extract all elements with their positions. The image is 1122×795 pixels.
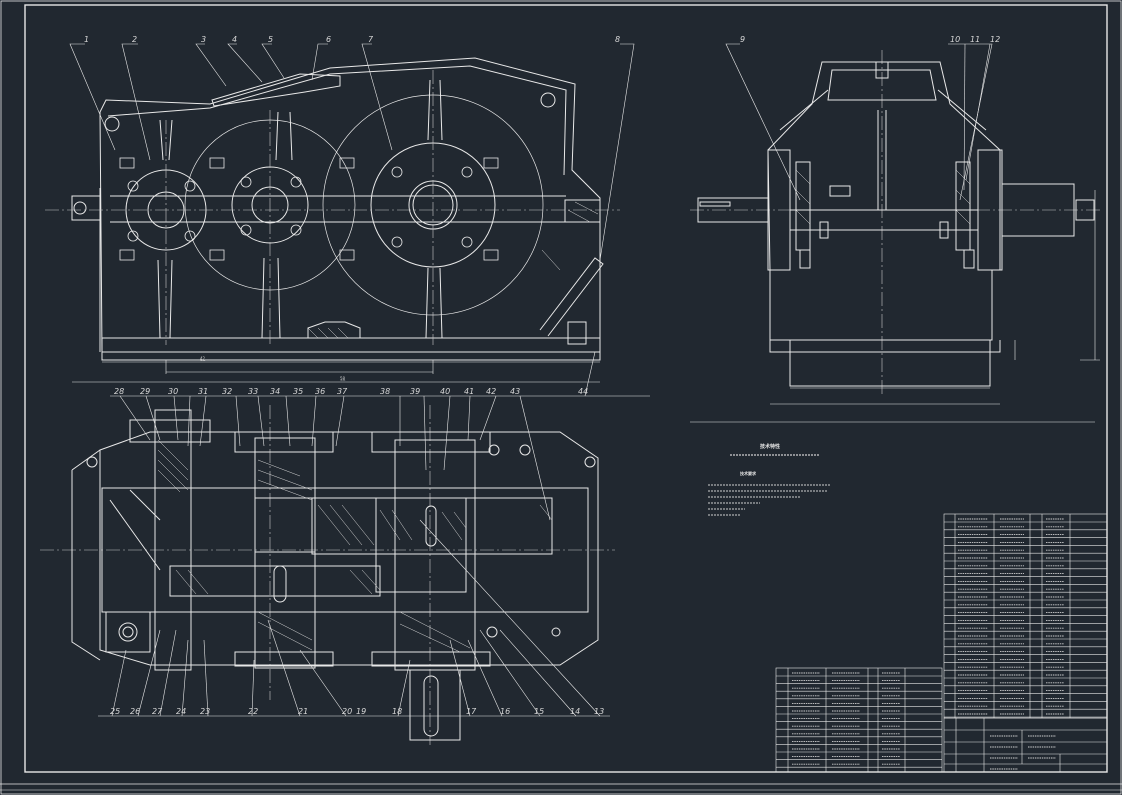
callout-12: 12 [990, 35, 1000, 44]
callout-42: 42 [486, 387, 496, 396]
front-view [71, 57, 604, 361]
side-view [697, 61, 1095, 387]
callout-5: 5 [268, 35, 273, 44]
callout-27: 27 [152, 707, 163, 716]
side-dimensions [690, 190, 1100, 423]
callout-38: 38 [380, 387, 390, 396]
callout-10: 10 [950, 35, 960, 44]
callout-22: 22 [248, 707, 258, 716]
table-text-strokes [792, 518, 1064, 770]
callout-20: 20 [342, 707, 352, 716]
callout-21: 21 [298, 707, 308, 716]
callout-14: 14 [570, 707, 580, 716]
callout-6: 6 [326, 35, 331, 44]
callout-7: 7 [368, 35, 374, 44]
callout-24: 24 [176, 707, 186, 716]
callout-37: 37 [337, 387, 348, 396]
front-dimension-values: 4̲2̲ 5̲8̲ [200, 356, 347, 381]
callout-9: 9 [740, 35, 745, 44]
callout-30: 30 [168, 387, 178, 396]
callout-17: 17 [466, 707, 477, 716]
title-block [943, 717, 1108, 773]
parts-list-left [775, 667, 943, 773]
technical-notes: 技术特性 技术要求 [708, 443, 830, 516]
tech-characteristics-heading: 技术特性 [760, 443, 780, 450]
callout-34: 34 [270, 387, 280, 396]
callout-35: 35 [293, 387, 303, 396]
callout-18: 18 [392, 707, 402, 716]
callout-2: 2 [132, 35, 137, 44]
callout-31: 31 [198, 387, 208, 396]
centerlines [40, 50, 1100, 745]
front-dimensions [72, 360, 600, 383]
callout-43: 43 [510, 387, 520, 396]
callout-32: 32 [222, 387, 232, 396]
callout-19: 19 [356, 707, 366, 716]
callout-8: 8 [615, 35, 620, 44]
leader-lines [69, 43, 993, 717]
callout-25: 25 [110, 707, 120, 716]
callout-4: 4 [232, 35, 237, 44]
plan-view [71, 409, 599, 741]
callout-13: 13 [594, 707, 604, 716]
callout-16: 16 [500, 707, 510, 716]
svg-text:4̲2̲: 4̲2̲ [200, 356, 207, 361]
callout-41: 41 [464, 387, 474, 396]
svg-text:5̲8̲: 5̲8̲ [340, 376, 347, 381]
callouts: 1 2 3 4 5 6 7 8 9 10 11 12 28 29 30 31 3… [84, 35, 1000, 716]
callout-29: 29 [140, 387, 150, 396]
callout-1: 1 [84, 35, 89, 44]
callout-26: 26 [130, 707, 140, 716]
callout-3: 3 [201, 35, 206, 44]
callout-40: 40 [440, 387, 450, 396]
tech-requirements-heading: 技术要求 [740, 470, 757, 476]
callout-44: 44 [578, 387, 588, 396]
parts-list-right [943, 513, 1108, 719]
section-hatching [157, 169, 971, 653]
callout-33: 33 [248, 387, 258, 396]
callout-11: 11 [970, 35, 980, 44]
callout-36: 36 [315, 387, 325, 396]
callout-39: 39 [410, 387, 420, 396]
callout-15: 15 [534, 707, 544, 716]
callout-23: 23 [200, 707, 210, 716]
callout-28: 28 [114, 387, 124, 396]
